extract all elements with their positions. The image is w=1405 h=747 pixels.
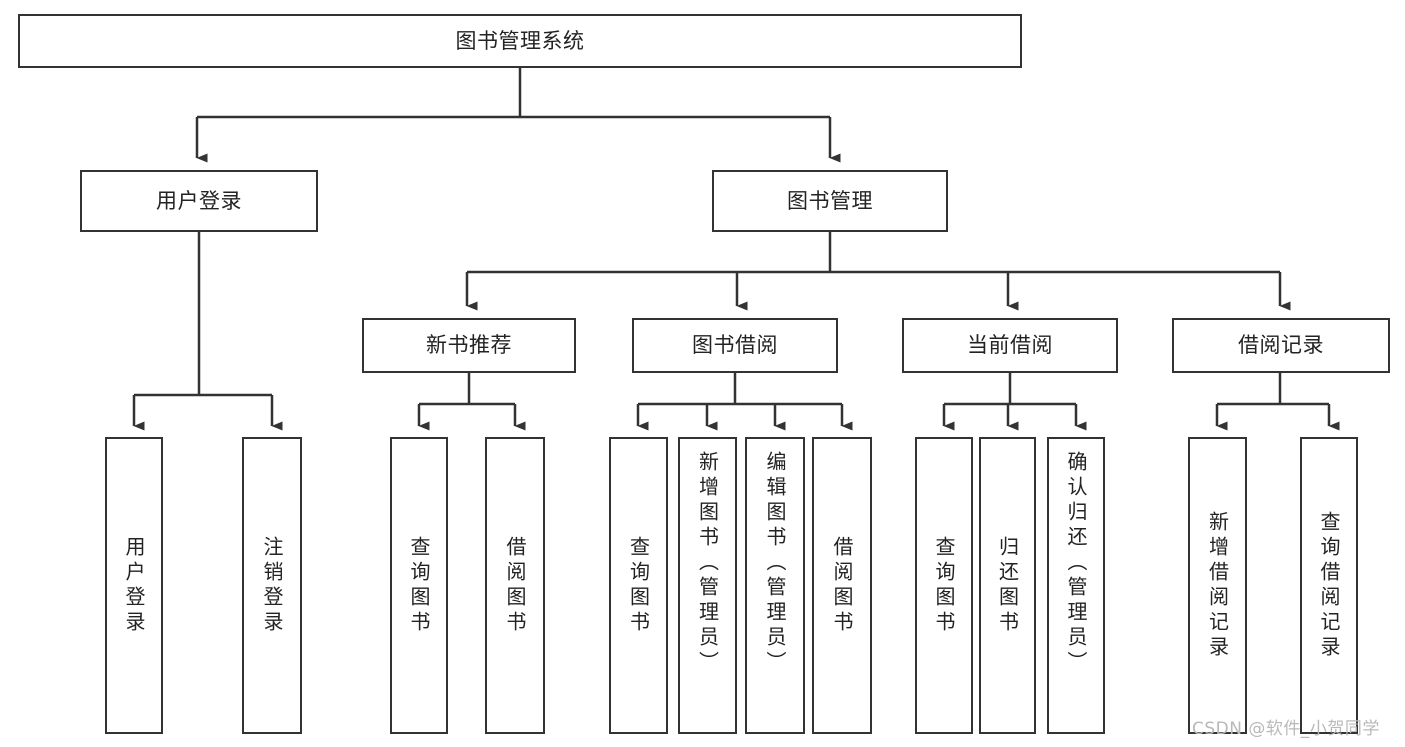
node-leaf-query-record-label: 查询借阅记录 bbox=[1317, 510, 1341, 661]
node-leaf-return-book[interactable]: 归还图书 bbox=[979, 437, 1036, 734]
node-leaf-confirm-return[interactable]: 确认归还（管理员） bbox=[1047, 437, 1105, 734]
node-leaf-user-login-label: 用户登录 bbox=[122, 535, 146, 636]
node-new-book-recommend[interactable]: 新书推荐 bbox=[362, 318, 576, 373]
node-leaf-user-login[interactable]: 用户登录 bbox=[105, 437, 163, 734]
node-user-login-label: 用户登录 bbox=[156, 188, 242, 213]
node-leaf-add-book-label: 新增图书（管理员） bbox=[695, 451, 720, 676]
node-book-management-label: 图书管理 bbox=[787, 188, 873, 213]
node-leaf-return-book-label: 归还图书 bbox=[995, 535, 1020, 636]
node-leaf-borrow-book-1-label: 借阅图书 bbox=[503, 535, 527, 636]
node-book-borrow[interactable]: 图书借阅 bbox=[632, 318, 838, 373]
node-leaf-borrow-book-2-label: 借阅图书 bbox=[830, 535, 854, 636]
node-leaf-confirm-return-label: 确认归还（管理员） bbox=[1064, 451, 1088, 676]
node-leaf-logout-login[interactable]: 注销登录 bbox=[242, 437, 302, 734]
node-leaf-query-book-2[interactable]: 查询图书 bbox=[609, 437, 668, 734]
node-leaf-query-book-1-label: 查询图书 bbox=[407, 535, 431, 636]
node-leaf-add-record[interactable]: 新增借阅记录 bbox=[1188, 437, 1247, 734]
node-borrow-record[interactable]: 借阅记录 bbox=[1172, 318, 1390, 373]
node-new-book-recommend-label: 新书推荐 bbox=[426, 333, 512, 358]
node-leaf-logout-login-label: 注销登录 bbox=[260, 535, 284, 636]
node-leaf-query-book-3[interactable]: 查询图书 bbox=[915, 437, 973, 734]
node-leaf-edit-book-label: 编辑图书（管理员） bbox=[763, 451, 787, 676]
node-leaf-query-book-1[interactable]: 查询图书 bbox=[390, 437, 448, 734]
node-leaf-add-book[interactable]: 新增图书（管理员） bbox=[678, 437, 737, 734]
node-current-borrow-label: 当前借阅 bbox=[967, 333, 1053, 358]
node-root-system[interactable]: 图书管理系统 bbox=[18, 14, 1022, 68]
node-leaf-query-book-2-label: 查询图书 bbox=[626, 535, 651, 636]
node-book-borrow-label: 图书借阅 bbox=[692, 333, 778, 358]
node-root-label: 图书管理系统 bbox=[455, 28, 585, 53]
node-borrow-record-label: 借阅记录 bbox=[1238, 333, 1324, 358]
node-leaf-query-record[interactable]: 查询借阅记录 bbox=[1300, 437, 1358, 734]
node-leaf-add-record-label: 新增借阅记录 bbox=[1205, 510, 1230, 661]
node-leaf-edit-book[interactable]: 编辑图书（管理员） bbox=[745, 437, 805, 734]
node-user-login[interactable]: 用户登录 bbox=[80, 170, 318, 232]
node-leaf-borrow-book-2[interactable]: 借阅图书 bbox=[812, 437, 872, 734]
node-current-borrow[interactable]: 当前借阅 bbox=[902, 318, 1118, 373]
csdn-watermark: CSDN @软件_小贺同学 bbox=[1192, 719, 1380, 739]
node-leaf-query-book-3-label: 查询图书 bbox=[932, 535, 956, 636]
node-book-management[interactable]: 图书管理 bbox=[712, 170, 948, 232]
node-leaf-borrow-book-1[interactable]: 借阅图书 bbox=[485, 437, 545, 734]
